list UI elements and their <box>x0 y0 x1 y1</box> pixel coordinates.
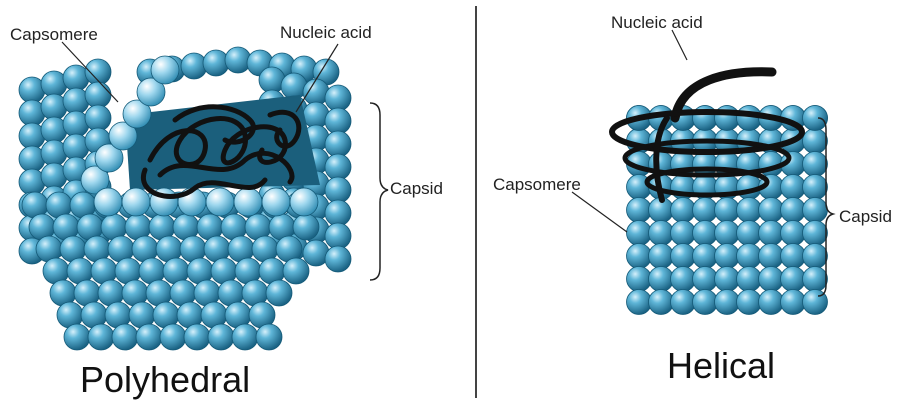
capsomere-sphere <box>88 324 114 350</box>
capsomere-sphere <box>325 177 351 203</box>
capsomere-sphere <box>781 267 806 292</box>
capsomere-sphere <box>693 221 718 246</box>
capsomere-sphere <box>136 324 162 350</box>
polyhedral-title: Polyhedral <box>80 362 250 398</box>
capsomere-sphere <box>803 244 828 269</box>
capsomere-sphere <box>325 200 351 226</box>
capsomere-sphere <box>262 188 290 216</box>
capsomere-sphere <box>693 290 718 315</box>
capsomere-sphere <box>266 280 292 306</box>
capsomere-sphere <box>671 267 696 292</box>
helical-panel: Nucleic acid Capsomere Capsid Helical <box>477 0 918 403</box>
capsomere-sphere <box>803 175 828 200</box>
capsomere-sphere <box>256 324 282 350</box>
helical-nucleic-acid-label: Nucleic acid <box>611 14 703 31</box>
capsomere-sphere <box>737 244 762 269</box>
capsomere-sphere <box>160 324 186 350</box>
capsomere-sphere <box>737 267 762 292</box>
capsomere-sphere <box>293 214 319 240</box>
capsomere-label: Capsomere <box>10 26 98 43</box>
capsid-label: Capsid <box>390 180 443 197</box>
capsomere-sphere <box>759 221 784 246</box>
capsomere-sphere <box>803 129 828 154</box>
capsomere-sphere <box>803 106 828 131</box>
capsomere-sphere <box>325 108 351 134</box>
capsid-bracket <box>370 103 388 280</box>
capsomere-sphere <box>325 85 351 111</box>
capsomere-sphere <box>290 188 318 216</box>
capsomere-sphere <box>715 198 740 223</box>
capsomere-sphere <box>781 175 806 200</box>
capsomere-sphere <box>208 324 234 350</box>
helical-capsomere-label: Capsomere <box>493 176 581 193</box>
capsomere-sphere <box>803 152 828 177</box>
capsomere-sphere <box>715 244 740 269</box>
capsomere-sphere <box>759 290 784 315</box>
capsomere-sphere <box>649 221 674 246</box>
capsomere-sphere <box>649 244 674 269</box>
capsomere-sphere <box>325 223 351 249</box>
capsomere-sphere <box>627 221 652 246</box>
capsomere-sphere <box>206 188 234 216</box>
capsomere-sphere <box>803 221 828 246</box>
capsomere-sphere <box>759 267 784 292</box>
capsomere-sphere <box>325 154 351 180</box>
capsomere-sphere <box>85 105 111 131</box>
capsomere-sphere <box>693 198 718 223</box>
polyhedral-diagram <box>0 0 476 403</box>
capsomere-sphere <box>759 198 784 223</box>
capsomere-sphere <box>781 221 806 246</box>
capsomere-sphere <box>803 267 828 292</box>
helical-capsid-label: Capsid <box>839 208 892 225</box>
capsomere-sphere <box>649 267 674 292</box>
capsomere-sphere <box>671 244 696 269</box>
capsomere-sphere <box>737 198 762 223</box>
capsomere-sphere <box>85 82 111 108</box>
helical-title: Helical <box>667 348 775 384</box>
capsomere-sphere <box>627 290 652 315</box>
capsomere-sphere <box>693 244 718 269</box>
capsomere-sphere <box>671 290 696 315</box>
capsomere-sphere <box>64 324 90 350</box>
capsomere-sphere <box>122 188 150 216</box>
capsomere-sphere <box>232 324 258 350</box>
nucleic-acid-label: Nucleic acid <box>280 24 372 41</box>
capsomere-sphere <box>151 56 179 84</box>
polyhedral-capsid-body <box>19 47 351 350</box>
capsomere-sphere <box>781 244 806 269</box>
capsomere-sphere <box>693 267 718 292</box>
capsomere-sphere <box>759 244 784 269</box>
capsomere-sphere <box>325 246 351 272</box>
polyhedral-panel: Capsomere Nucleic acid Capsid Polyhedral <box>0 0 476 403</box>
capsomere-sphere <box>715 267 740 292</box>
capsomere-sphere <box>627 198 652 223</box>
capsomere-sphere <box>627 267 652 292</box>
capsomere-sphere <box>234 188 262 216</box>
helical-diagram <box>477 0 918 403</box>
capsomere-sphere <box>781 290 806 315</box>
capsomere-sphere <box>112 324 138 350</box>
capsomere-sphere <box>649 290 674 315</box>
capsomere-sphere <box>715 290 740 315</box>
helical-nucleic-acid-pointer <box>672 30 687 60</box>
capsomere-sphere <box>325 131 351 157</box>
capsomere-sphere <box>803 198 828 223</box>
capsomere-sphere <box>781 198 806 223</box>
capsomere-sphere <box>627 244 652 269</box>
capsomere-sphere <box>184 324 210 350</box>
capsomere-sphere <box>737 221 762 246</box>
capsomere-sphere <box>671 221 696 246</box>
capsomere-sphere <box>737 290 762 315</box>
capsomere-sphere <box>671 198 696 223</box>
helical-capsomere-pointer <box>572 192 627 232</box>
capsomere-sphere <box>715 221 740 246</box>
capsomere-sphere <box>94 188 122 216</box>
capsomere-sphere <box>283 258 309 284</box>
